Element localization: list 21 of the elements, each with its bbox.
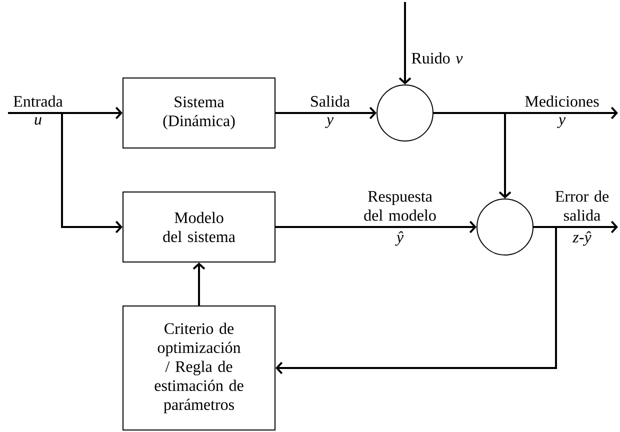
process-box: Modelo del sistema [122,192,276,262]
arrow [192,262,206,306]
signal-symbol: u [34,117,42,125]
signal-symbol: z-ŷ [572,231,592,246]
summing-junction [376,84,434,142]
edge-label: Ruido v [412,52,463,64]
arrow [276,220,476,234]
signal-symbol: y [557,117,566,128]
arrow [398,2,412,84]
edge-label: Mediciones [525,96,599,107]
edge-label: Entrada [14,96,63,107]
process-box: Sistema (Dinámica) [122,78,276,148]
signal-symbol: y [325,117,334,128]
arrow [8,112,122,234]
process-box: Criterio de optimización / Regla de estimación de parámetros [122,306,276,430]
arrow [434,112,512,198]
summing-junction [476,198,534,256]
arrow [276,106,376,120]
signal-symbol: ŷ [395,231,404,246]
edge-label: Salida [311,96,350,107]
arrow [276,226,557,374]
